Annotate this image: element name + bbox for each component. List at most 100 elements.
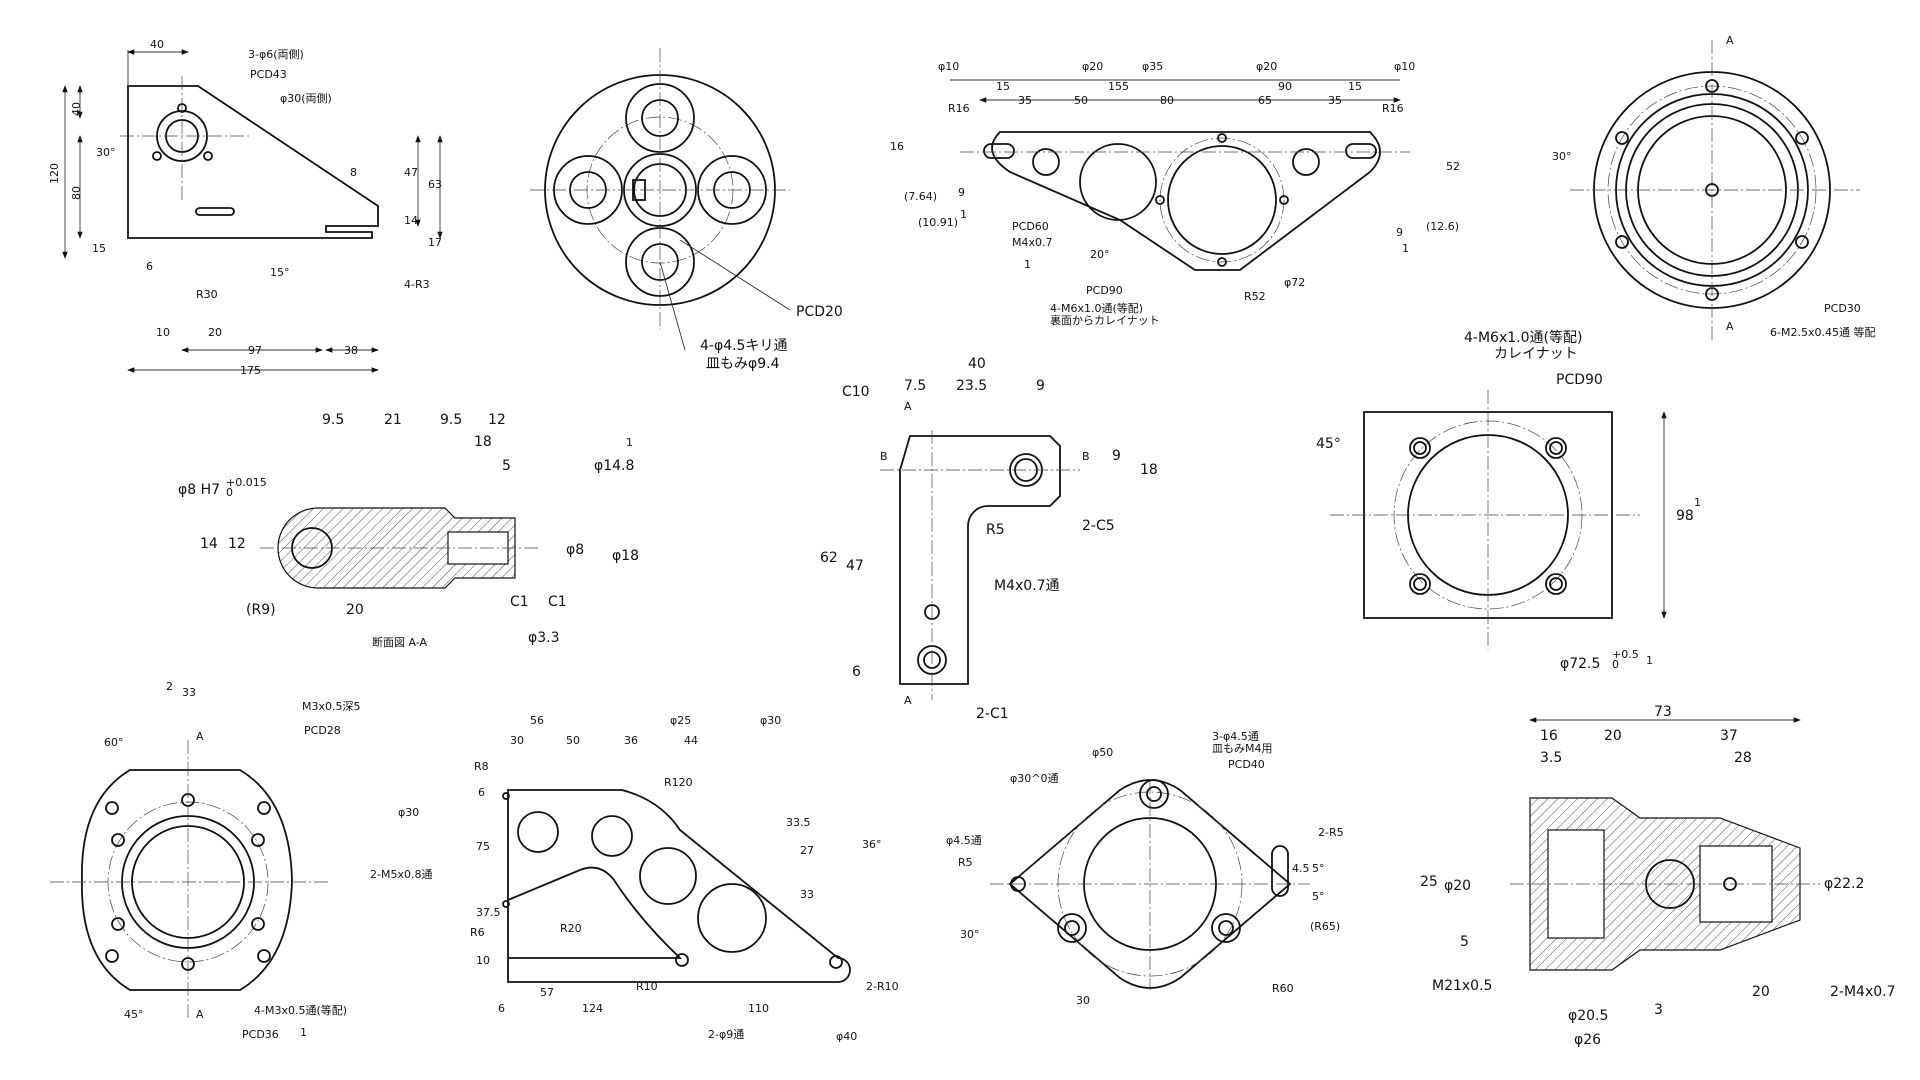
dim-d10-2: 皿もみM4用 [1212, 742, 1273, 755]
dim-d1-0: 40 [150, 38, 164, 51]
dim-d10-9: 5° [1312, 862, 1325, 875]
flag-d3-1: 1 [1024, 258, 1031, 271]
dim-d2-1: 4-φ4.5キリ通 [700, 338, 787, 354]
dim-d10-1: 3-φ4.5通 [1212, 730, 1259, 743]
dim-d6-13: 2-C5 [1082, 518, 1115, 534]
dim-d5-7: φ8 H7 [178, 482, 220, 498]
drawing-9-triangular-plate: 56 30 50 36 44 φ25 φ30 R8 R120 φ30 6 75 … [370, 714, 899, 1043]
dim-d3-10: 50 [1074, 94, 1088, 107]
dim-d3-1: φ20 [1082, 60, 1103, 73]
dim-d4-4: A [1726, 320, 1734, 333]
dim-d9-23: 124 [582, 1002, 603, 1015]
dim-d10-4: PCD40 [1228, 758, 1265, 771]
dim-d7-6: +0.5 [1612, 648, 1639, 661]
dim-d9-5: φ25 [670, 714, 691, 727]
flag-d7-1: 1 [1646, 654, 1653, 667]
dim-d3-16: 16 [890, 140, 904, 153]
dim-d6-0: 40 [968, 356, 986, 372]
dim-d10-13: R60 [1272, 982, 1294, 995]
dim-d9-25: 6 [498, 1002, 505, 1015]
dim-d3-21: 9 [1396, 226, 1403, 239]
dim-d3-26: PCD90 [1086, 284, 1123, 297]
dim-d9-20: 10 [476, 954, 490, 967]
dim-d6-10: 62 [820, 550, 838, 566]
dim-d9-4: 44 [684, 734, 698, 747]
dim-d9-3: 36 [624, 734, 638, 747]
dim-d8-2: PCD28 [304, 724, 341, 737]
dim-d9-28: φ40 [836, 1030, 857, 1043]
dim-d1-14: 6 [146, 260, 153, 273]
dim-d11-8: 5 [1460, 934, 1469, 950]
dim-d6-16: A [904, 694, 912, 707]
dim-d3-8: 15 [1348, 80, 1362, 93]
drawing-5-shaft-section: 9.5 21 9.5 12 18 5 φ14.8 φ8 H7 +0.015 0 … [178, 412, 639, 649]
flag-d8-1: 1 [300, 1026, 307, 1039]
dim-d5-11: 12 [228, 536, 246, 552]
dim-d1-1: 120 [48, 163, 61, 184]
dim-d5-15: 20 [346, 602, 364, 618]
dim-d11-13: 3 [1654, 1002, 1663, 1018]
dim-d11-2: 20 [1604, 728, 1622, 744]
dim-d5-3: 12 [488, 412, 506, 428]
dim-d5-19: 断面図 A-A [372, 635, 428, 649]
dim-d9-0: 56 [530, 714, 544, 727]
dim-d7-5: φ72.5 [1560, 656, 1600, 672]
dim-d11-4: 3.5 [1540, 750, 1562, 766]
dim-d5-12: φ8 [566, 542, 584, 558]
dim-d9-21: R10 [636, 980, 658, 993]
drawing-7-square-plate: 4-M6x1.0通(等配) カレイナット PCD90 45° 98 φ72.5 … [1316, 329, 1701, 672]
dim-d3-29: 裏面からカレイナット [1050, 313, 1160, 327]
dim-d8-0: 33 [182, 686, 196, 699]
dim-d8-3: 60° [104, 736, 124, 749]
dim-d6-6: B [880, 450, 888, 463]
dim-d1-22: 175 [240, 364, 261, 377]
dim-d9-12: 33.5 [786, 816, 811, 829]
dim-d9-6: φ30 [760, 714, 781, 727]
dim-d1-8: 30° [96, 146, 116, 159]
dim-d3-3: φ20 [1256, 60, 1277, 73]
dim-d3-5: 15 [996, 80, 1010, 93]
dim-d4-0: A [1726, 34, 1734, 47]
flag-d3-0: 1 [960, 208, 967, 221]
dim-d6-3: 23.5 [956, 378, 987, 394]
dim-d5-9: 0 [226, 486, 233, 499]
dim-d8-8: PCD36 [242, 1028, 279, 1041]
dim-d9-9: φ30 [398, 806, 419, 819]
dim-d2-2: 皿もみφ9.4 [706, 356, 780, 372]
dim-d1-7: φ30(両側) [280, 92, 332, 105]
dim-d11-1: 16 [1540, 728, 1558, 744]
dim-d11-0: 73 [1654, 704, 1672, 720]
dim-d6-5: A [904, 400, 912, 413]
dim-d3-11: 80 [1160, 94, 1174, 107]
dim-d6-11: 47 [846, 558, 864, 574]
dim-d4-1: 30° [1552, 150, 1572, 163]
dim-d9-14: 36° [862, 838, 882, 851]
dim-d4-2: PCD30 [1824, 302, 1861, 315]
dim-d3-17: (7.64) [904, 190, 937, 203]
dim-d9-8: R120 [664, 776, 693, 789]
dim-d5-8: +0.015 [226, 476, 267, 489]
dim-d3-20: 52 [1446, 160, 1460, 173]
dim-d9-10: 6 [478, 786, 485, 799]
dim-d3-28: 4-M6x1.0通(等配) [1050, 301, 1143, 315]
dim-d2-0: PCD20 [796, 304, 843, 320]
dim-d6-4: 9 [1036, 378, 1045, 394]
dim-d5-14: (R9) [246, 602, 276, 618]
dim-d1-12: 14 [404, 214, 418, 227]
dim-d11-3: 37 [1720, 728, 1738, 744]
drawing-6-l-bracket: 40 C10 7.5 23.5 9 A B B 9 18 62 47 R5 2-… [820, 356, 1158, 722]
dim-d7-0: 4-M6x1.0通(等配) [1464, 329, 1582, 346]
dim-d3-22: (12.6) [1426, 220, 1459, 233]
dim-d8-1: M3x0.5深5 [302, 700, 361, 713]
dim-d5-5: 5 [502, 458, 511, 474]
dim-d10-10: 5° [1312, 890, 1325, 903]
dim-d1-21: 38 [344, 344, 358, 357]
dim-d11-5: 28 [1734, 750, 1752, 766]
dim-d10-8: 4.5 [1292, 862, 1310, 875]
dim-d3-13: 35 [1328, 94, 1342, 107]
dim-d5-18: φ3.3 [528, 630, 560, 646]
dim-d9-1: 30 [510, 734, 524, 747]
dim-d3-18: (10.91) [918, 216, 958, 229]
dim-d1-20: 97 [248, 344, 262, 357]
dim-d5-4: 18 [474, 434, 492, 450]
